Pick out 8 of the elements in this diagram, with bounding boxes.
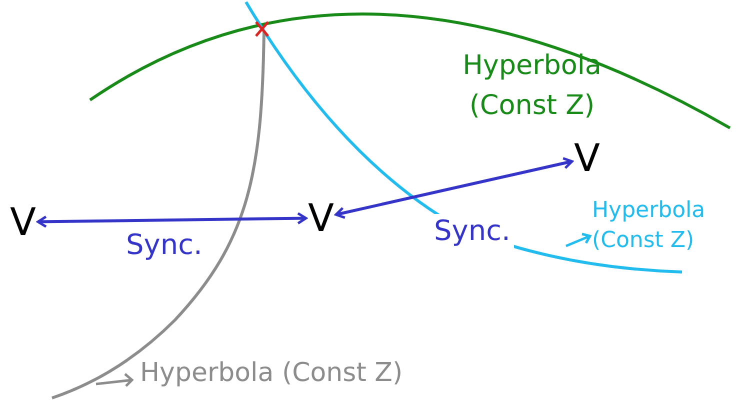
station-label: V bbox=[306, 196, 336, 240]
curve-label: Hyperbola (Const Z) bbox=[592, 197, 706, 255]
curve-label: Hyperbola (Const Z) bbox=[462, 49, 602, 123]
double-arrow bbox=[36, 212, 308, 228]
station-label: V bbox=[8, 200, 38, 244]
double-arrow bbox=[334, 157, 574, 219]
station-label: V bbox=[572, 136, 602, 180]
curve-label: Hyperbola (Const Z) bbox=[140, 357, 404, 390]
